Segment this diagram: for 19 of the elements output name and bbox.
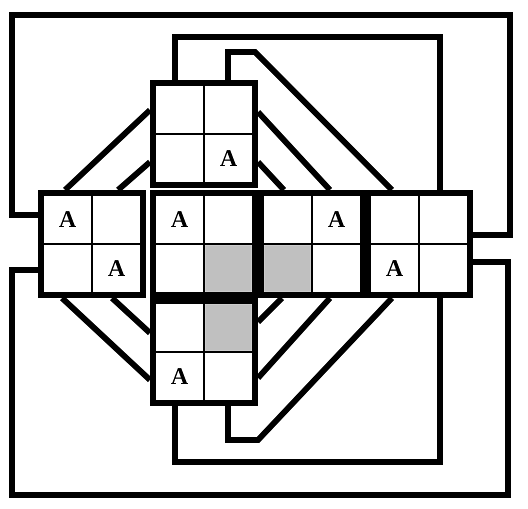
connector-line <box>116 160 152 192</box>
letter: A <box>170 364 188 388</box>
connector-line <box>62 108 152 192</box>
letter: A <box>170 208 188 232</box>
connector-line <box>172 34 443 190</box>
connector-line <box>60 296 152 382</box>
grid-block <box>150 298 258 406</box>
connector-line <box>225 49 394 192</box>
connector-line <box>110 296 152 336</box>
letter: A <box>328 208 346 232</box>
letter: A <box>58 208 76 232</box>
letter: A <box>220 146 238 170</box>
grid-block <box>150 80 258 188</box>
grid-block <box>38 190 146 298</box>
connector-line <box>225 296 394 443</box>
letter: A <box>108 256 126 280</box>
connector-line <box>172 298 443 465</box>
letter: A <box>386 256 404 280</box>
grid-block <box>365 190 473 298</box>
